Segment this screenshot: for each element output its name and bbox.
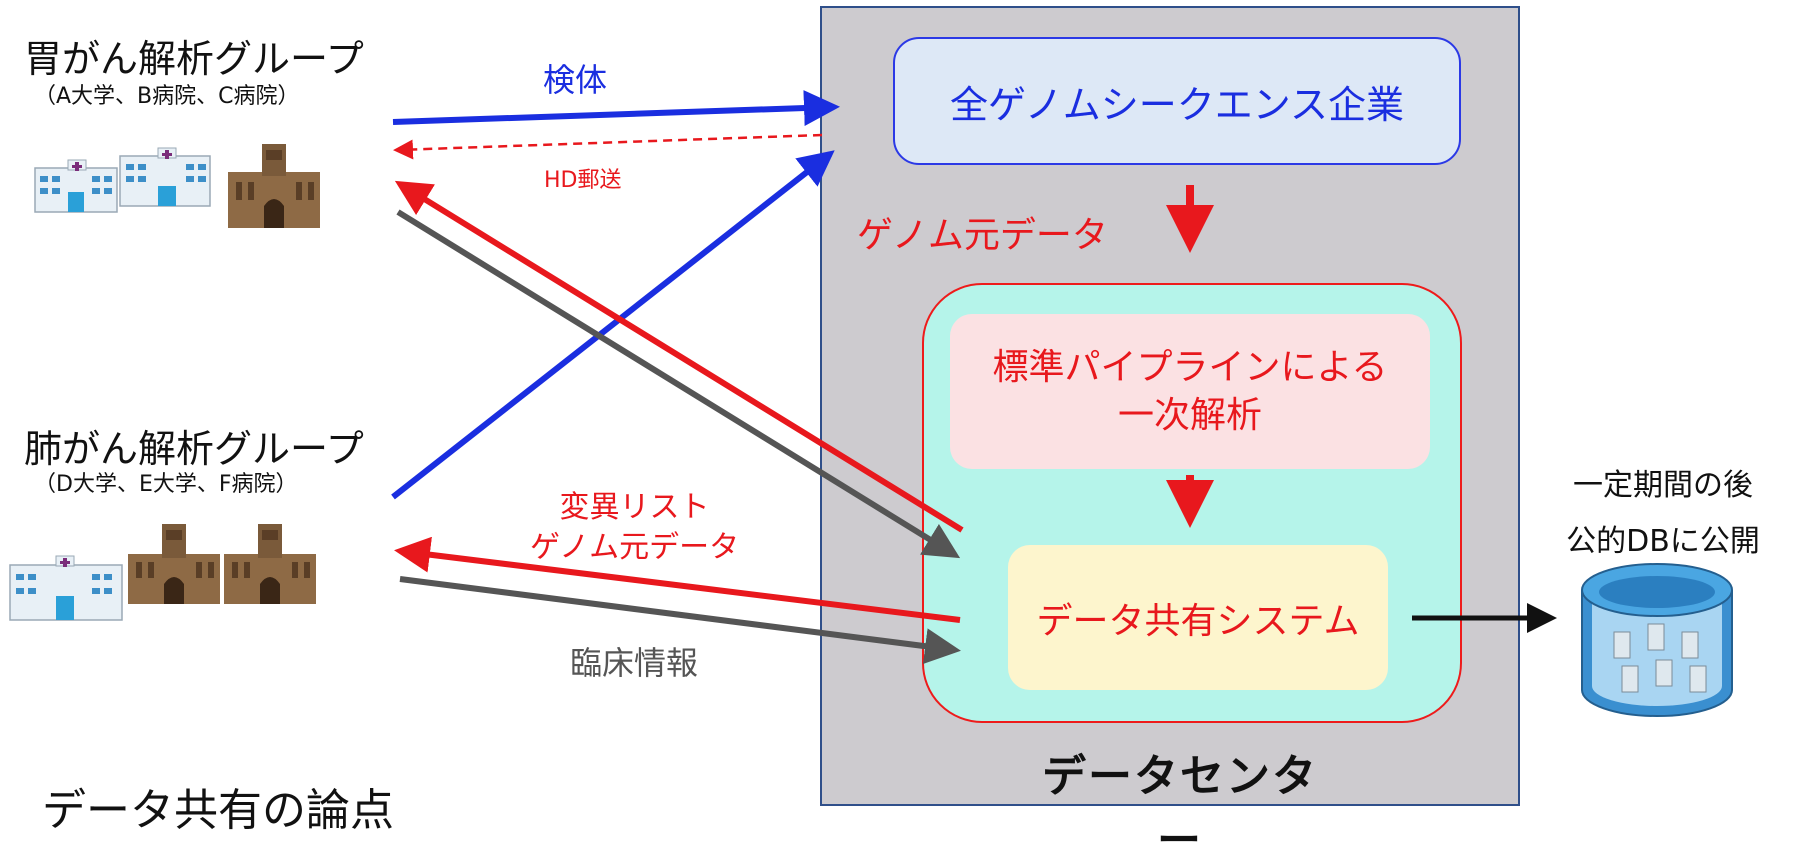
variant-list-line1: 変異リスト	[559, 490, 710, 525]
database-icon	[1581, 563, 1733, 717]
pipeline-line1: 標準パイプラインによる	[992, 346, 1388, 388]
public-db-line2: 公的DBに公開	[1566, 524, 1760, 559]
public-db-label: 一定期間の後 公的DBに公開	[1528, 458, 1798, 570]
specimen-arrow-stomach	[392, 90, 840, 127]
stomach-group-title: 胃がん解析グループ	[24, 37, 364, 81]
clinical-arrow-stomach	[396, 209, 961, 559]
variant-list-line2: ゲノム元データ	[530, 530, 740, 565]
genome-raw-label: ゲノム元データ	[857, 215, 1108, 256]
lung-group-buildings-icon	[9, 524, 316, 621]
public-db-line1: 一定期間の後	[1573, 468, 1753, 503]
diagram-graphics	[9, 90, 1733, 717]
variant-list-label: 変異リスト ゲノム元データ	[530, 488, 739, 568]
stomach-group-members: （A大学、B病院、C病院）	[34, 84, 300, 109]
data-sharing-system-box: データ共有システム	[1008, 545, 1388, 690]
specimen-label: 検体	[543, 61, 608, 99]
pipeline-box: 標準パイプラインによる 一次解析	[950, 314, 1430, 469]
wgs-company-box: 全ゲノムシークエンス企業	[893, 37, 1461, 165]
stomach-group-buildings-icon	[34, 144, 320, 228]
hd-mail-label: HD郵送	[544, 168, 622, 193]
clinical-arrow-lung	[399, 576, 961, 665]
lung-group-members: （D大学、E大学、F病院）	[34, 472, 298, 497]
hd-mail-arrow	[393, 133, 823, 160]
variant-arrow-lung	[394, 536, 961, 623]
specimen-arrow-lung	[391, 150, 835, 500]
variant-arrow-stomach	[394, 180, 964, 533]
clinical-info-label: 臨床情報	[570, 644, 699, 682]
lung-group-title: 肺がん解析グループ	[24, 427, 364, 471]
pipeline-line2: 一次解析	[1117, 394, 1262, 436]
